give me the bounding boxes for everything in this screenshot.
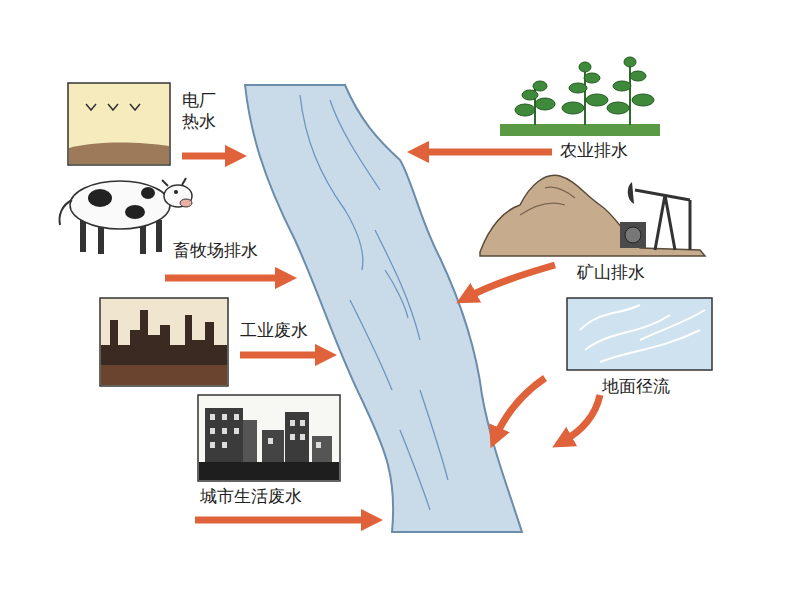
power-plant-picture [68,83,170,165]
source-label: 畜牧场排水 [173,240,258,261]
flow-arrows [165,152,600,520]
factory-picture [100,298,228,386]
source-label: 电厂热水 [182,90,218,133]
cow-picture [60,178,193,254]
runoff-picture [567,298,712,370]
source-label: 地面径流 [602,376,670,397]
mine-picture [480,175,705,256]
crops-picture [500,57,660,136]
river-ripples [300,95,448,510]
source-label: 工业废水 [240,320,308,341]
source-label: 矿山排水 [577,262,645,283]
city-picture [198,395,340,481]
source-label: 城市生活废水 [200,486,302,507]
source-label: 农业排水 [560,140,628,161]
